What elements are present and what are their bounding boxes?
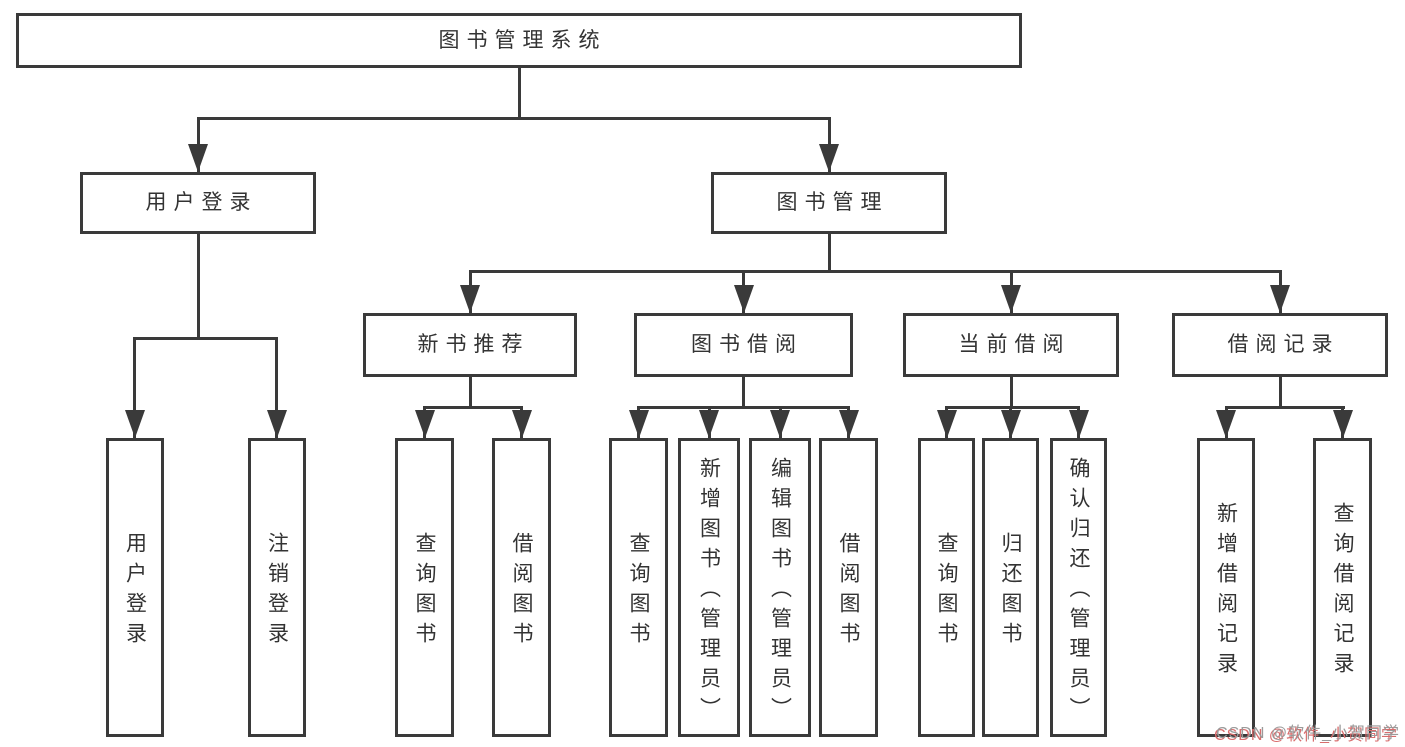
node-leaf-confirm-return-admin-label: 确认归还（管理员） bbox=[1067, 457, 1090, 727]
connector-line-level3-rail bbox=[468, 270, 1282, 273]
csdn-watermark: CSDN @软件_小贺同学 bbox=[1216, 725, 1400, 742]
node-leaf-edit-books-admin-label: 编辑图书（管理员） bbox=[768, 457, 792, 727]
connector-arrow-to-leaf-query-books-2 bbox=[637, 406, 640, 438]
connector-arrow-to-user-login bbox=[196, 117, 200, 172]
node-leaf-borrow-books-1-label: 借阅图书 bbox=[510, 532, 533, 652]
node-leaf-logout: 注销登录 bbox=[248, 438, 306, 737]
node-leaf-borrow-books-2: 借阅图书 bbox=[819, 438, 878, 737]
node-borrowing-records: 借阅记录 bbox=[1172, 313, 1388, 377]
node-leaf-add-borrow-record-label: 新增借阅记录 bbox=[1214, 502, 1238, 682]
connector-line-currentborrow-stem bbox=[1009, 377, 1013, 407]
connector-arrow-to-leaf-query-books-1 bbox=[423, 406, 426, 438]
node-leaf-user-login: 用户登录 bbox=[106, 438, 164, 737]
connector-line-records-rail bbox=[1224, 406, 1345, 409]
node-user-login: 用户登录 bbox=[80, 172, 316, 234]
node-leaf-return-books-label: 归还图书 bbox=[999, 532, 1022, 652]
node-leaf-borrow-books-1: 借阅图书 bbox=[492, 438, 551, 737]
connector-line-newbook-stem bbox=[468, 377, 472, 407]
connector-arrow-to-leaf-confirm-return-admin bbox=[1077, 406, 1080, 438]
node-leaf-user-login-label: 用户登录 bbox=[123, 532, 147, 652]
connector-line-records-stem bbox=[1278, 377, 1282, 407]
node-leaf-query-books-3-label: 查询图书 bbox=[935, 532, 958, 652]
node-current-borrowing: 当前借阅 bbox=[903, 313, 1119, 377]
connector-arrow-to-borrowing-records bbox=[1278, 270, 1282, 313]
connector-line-currentborrow-rail bbox=[945, 406, 1080, 409]
connector-arrow-to-current-borrowing bbox=[1009, 270, 1013, 313]
connector-arrow-to-book-management bbox=[827, 117, 831, 172]
node-leaf-query-borrow-record-label: 查询借阅记录 bbox=[1331, 502, 1354, 682]
node-leaf-edit-books-admin: 编辑图书（管理员） bbox=[749, 438, 811, 737]
node-leaf-confirm-return-admin: 确认归还（管理员） bbox=[1050, 438, 1107, 737]
connector-line-root-stem bbox=[517, 66, 521, 118]
node-leaf-return-books: 归还图书 bbox=[982, 438, 1039, 737]
node-leaf-add-books-admin: 新增图书（管理员） bbox=[678, 438, 740, 737]
node-new-book-recommend: 新书推荐 bbox=[363, 313, 577, 377]
connector-arrow-to-leaf-borrow-books-1 bbox=[520, 406, 523, 438]
connector-arrow-to-leaf-edit-books-admin bbox=[778, 406, 782, 438]
connector-arrow-to-leaf-return-books bbox=[1009, 406, 1012, 438]
node-book-management-label: 图书管理 bbox=[776, 191, 889, 215]
connector-arrow-to-leaf-user-login bbox=[133, 337, 136, 438]
node-book-borrowing-label: 图书借阅 bbox=[691, 333, 803, 357]
connector-line-bookborrow-rail bbox=[637, 406, 850, 409]
connector-line-bookmgmt-stem bbox=[827, 234, 831, 271]
node-library-system: 图书管理系统 bbox=[16, 13, 1022, 68]
node-leaf-borrow-books-2-label: 借阅图书 bbox=[837, 532, 860, 652]
connector-line-userlogin-stem bbox=[196, 234, 200, 338]
node-leaf-add-borrow-record: 新增借阅记录 bbox=[1197, 438, 1255, 737]
node-book-management: 图书管理 bbox=[711, 172, 947, 234]
node-new-book-recommend-label: 新书推荐 bbox=[417, 333, 530, 357]
node-leaf-query-borrow-record: 查询借阅记录 bbox=[1313, 438, 1372, 737]
node-leaf-query-books-1-label: 查询图书 bbox=[413, 532, 436, 652]
connector-arrow-to-leaf-borrow-books-2 bbox=[847, 406, 850, 438]
connector-arrow-to-new-book-recommend bbox=[468, 270, 472, 313]
connector-arrow-to-book-borrowing bbox=[742, 270, 745, 313]
node-leaf-query-books-1: 查询图书 bbox=[395, 438, 454, 737]
node-borrowing-records-label: 借阅记录 bbox=[1227, 333, 1340, 357]
node-leaf-query-books-2-label: 查询图书 bbox=[627, 532, 650, 652]
connector-arrow-to-leaf-query-books-3 bbox=[945, 406, 948, 438]
connector-arrow-to-leaf-add-books-admin bbox=[707, 406, 711, 438]
connector-arrow-to-leaf-query-borrow-record bbox=[1341, 406, 1344, 438]
connector-line-newbook-rail bbox=[423, 406, 523, 409]
node-library-system-label: 图书管理系统 bbox=[438, 28, 607, 52]
node-leaf-logout-label: 注销登录 bbox=[265, 532, 289, 652]
node-leaf-add-books-admin-label: 新增图书（管理员） bbox=[697, 457, 721, 727]
connector-line-userlogin-rail bbox=[133, 337, 278, 340]
connector-line-level2-rail bbox=[196, 117, 831, 120]
connector-arrow-to-leaf-add-borrow-record bbox=[1224, 406, 1228, 438]
node-leaf-query-books-2: 查询图书 bbox=[609, 438, 668, 737]
node-user-login-label: 用户登录 bbox=[145, 191, 258, 215]
connector-line-bookborrow-stem bbox=[742, 377, 745, 407]
connector-arrow-to-leaf-logout bbox=[275, 337, 278, 438]
node-current-borrowing-label: 当前借阅 bbox=[958, 333, 1071, 357]
node-book-borrowing: 图书借阅 bbox=[634, 313, 853, 377]
node-leaf-query-books-3: 查询图书 bbox=[918, 438, 975, 737]
